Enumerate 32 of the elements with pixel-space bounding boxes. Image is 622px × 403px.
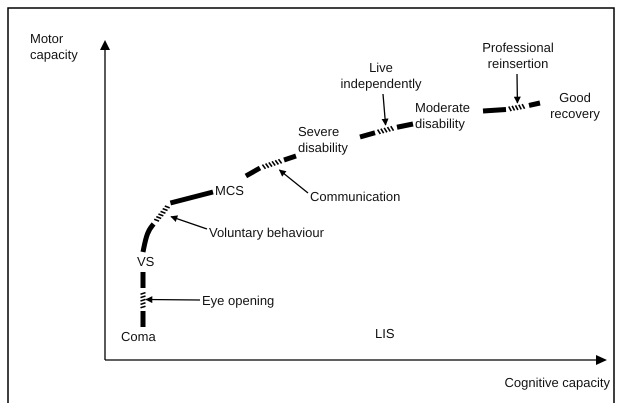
state-label: Good recovery — [540, 88, 610, 124]
transition-path — [244, 166, 262, 178]
leader-arrow — [145, 296, 200, 304]
leader-arrow — [278, 170, 308, 194]
axis-title: Cognitive capacity — [504, 375, 610, 391]
hatched-segment — [375, 125, 397, 135]
transition-path — [359, 130, 376, 140]
transition-label: Professional reinsertion — [468, 38, 568, 74]
transition-path — [170, 190, 214, 206]
state-label: MCS — [213, 181, 246, 201]
transition-path — [140, 272, 146, 288]
hatched-segment — [260, 158, 284, 170]
transition-path — [396, 122, 414, 130]
leader-arrow — [382, 94, 389, 126]
transition-path — [140, 222, 156, 252]
leader-arrow — [170, 215, 208, 230]
transition-path — [482, 107, 506, 114]
state-label: Coma — [119, 327, 158, 347]
transition-label: Voluntary behaviour — [207, 223, 326, 243]
transition-label: Communication — [308, 187, 402, 207]
axis-title: Motor capacity — [30, 31, 79, 63]
leader-arrow — [514, 74, 521, 104]
transition-path — [528, 100, 541, 108]
state-label: VS — [135, 252, 156, 272]
transition-path — [140, 311, 146, 327]
transition-path — [283, 154, 297, 162]
hatched-segment — [153, 203, 171, 224]
state-label: Severe disability — [296, 122, 360, 158]
state-label: Moderate disability — [413, 98, 483, 134]
transition-label: Live independently — [328, 58, 434, 94]
transition-label: Eye opening — [200, 291, 276, 311]
state-label: LIS — [373, 324, 397, 344]
